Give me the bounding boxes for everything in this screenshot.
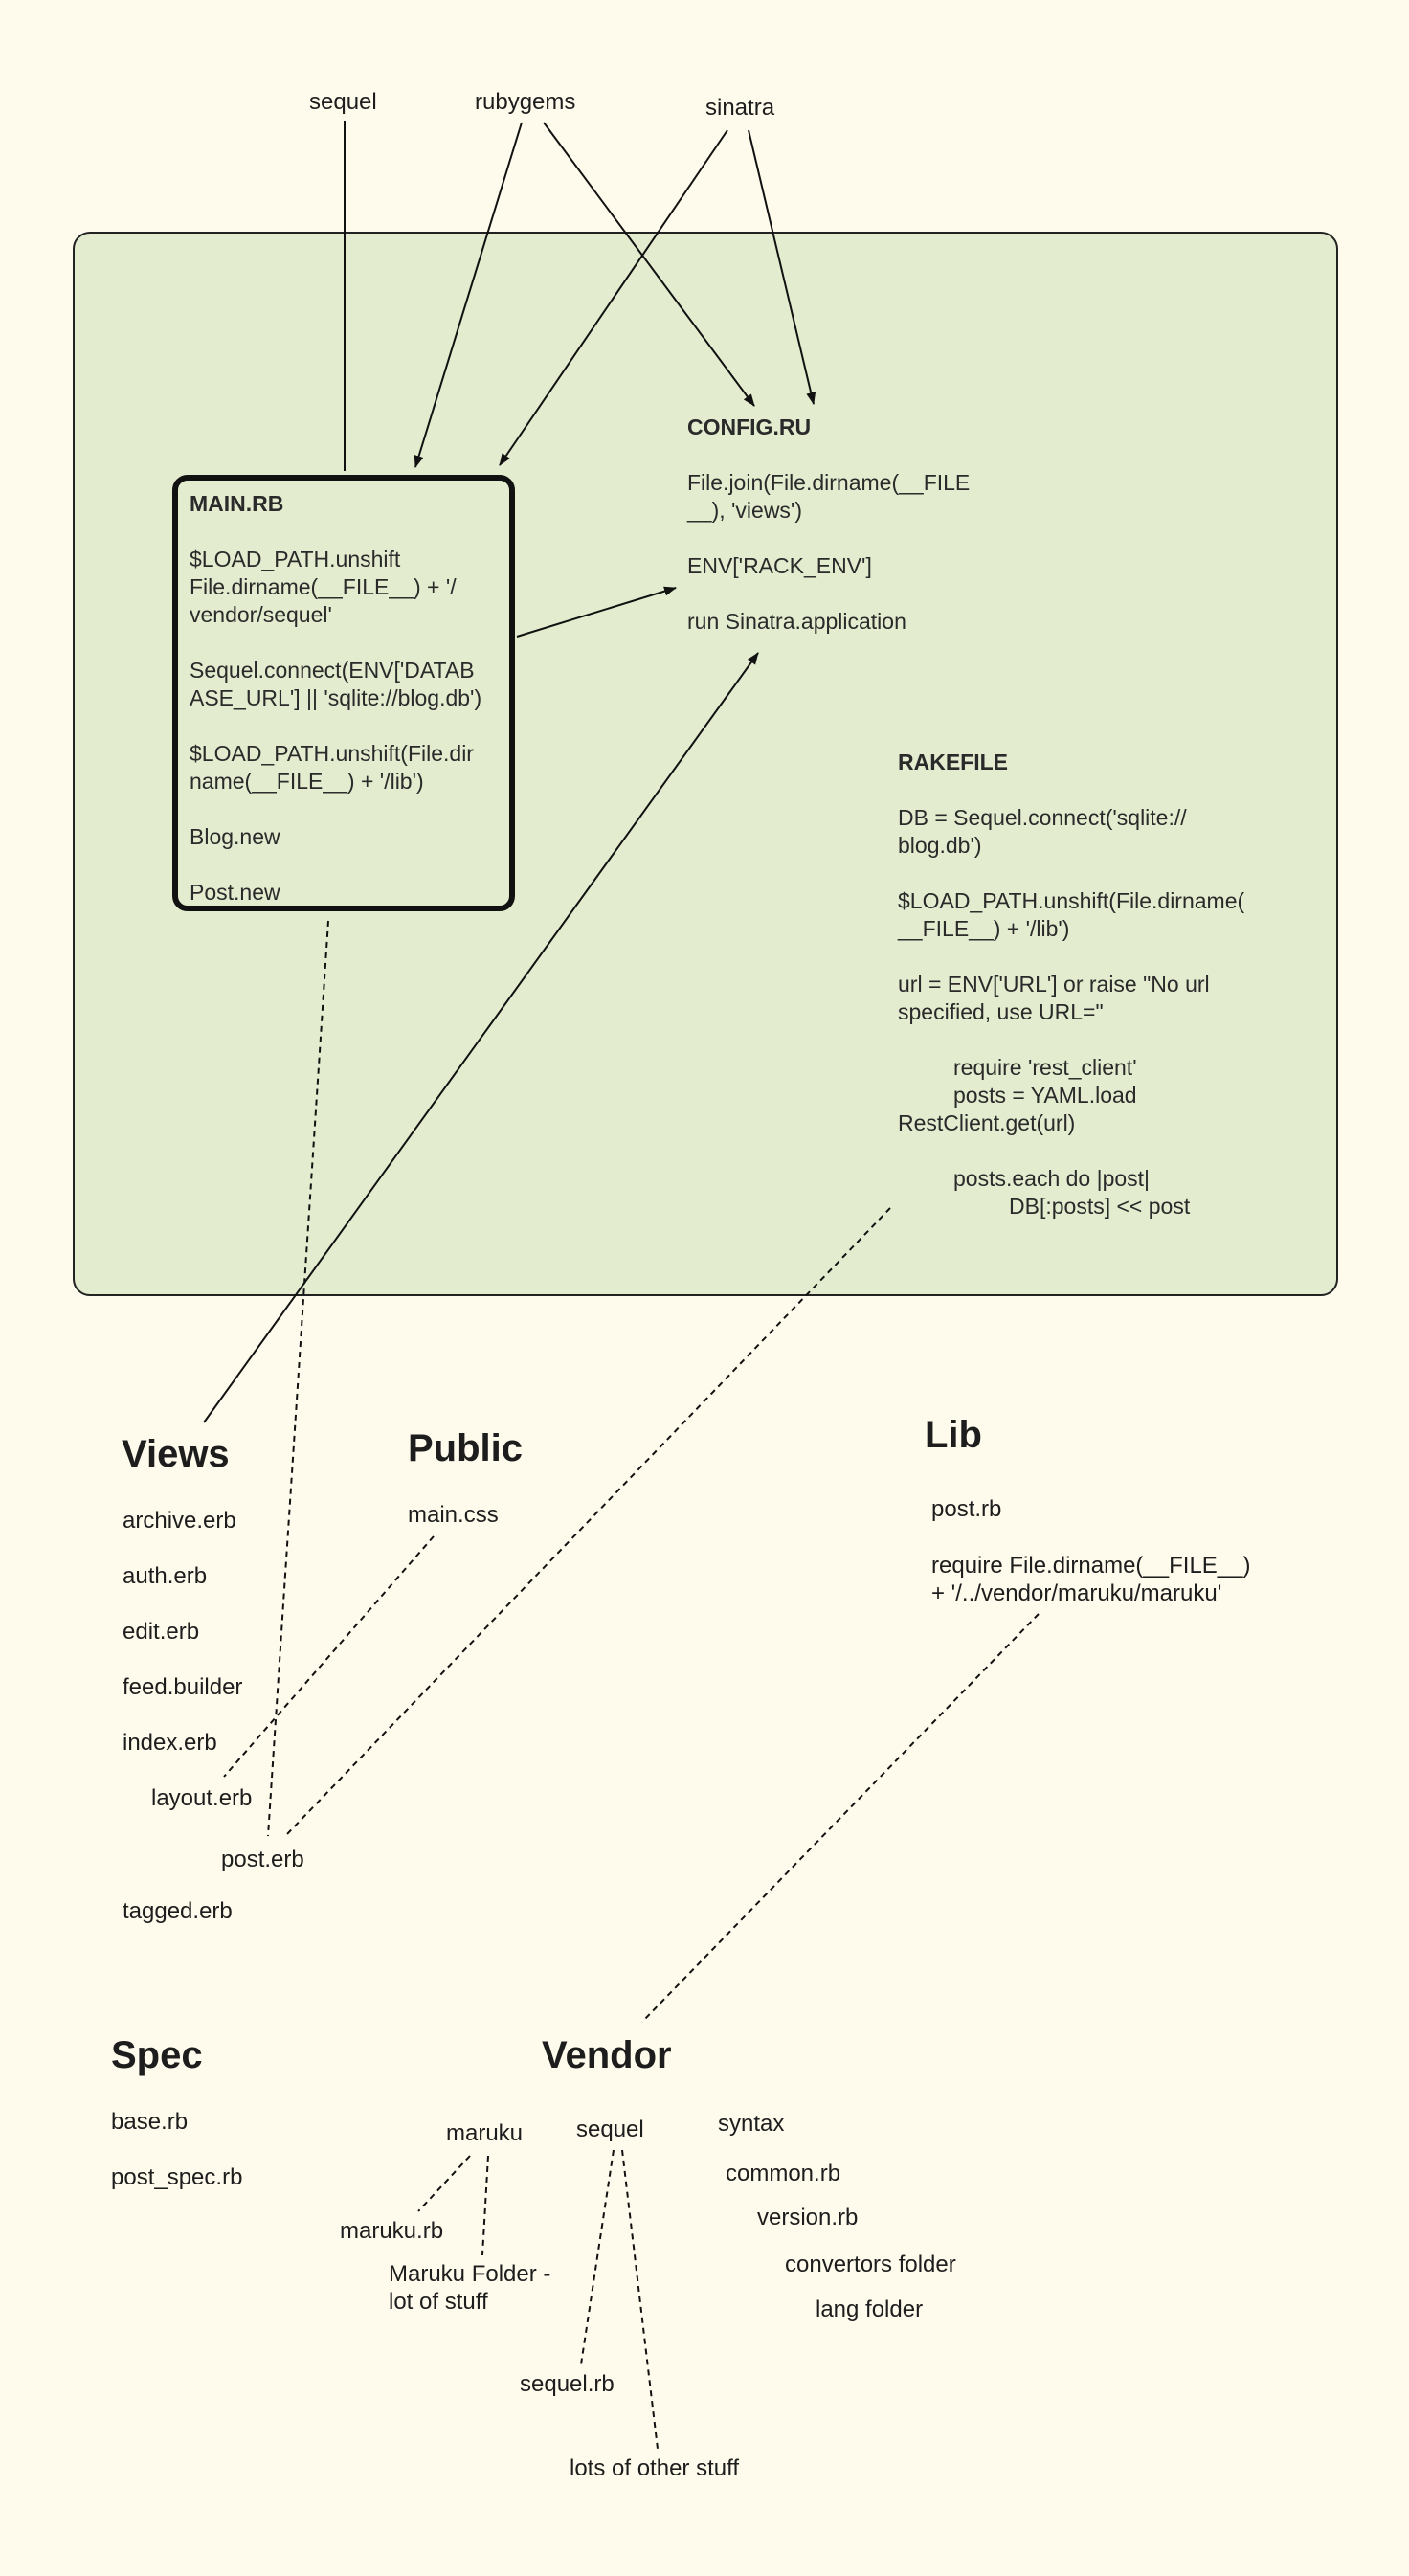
main-rb-lib-path: $LOAD_PATH.unshift(File.dir name(__FILE_… — [190, 741, 474, 794]
config-ru-title: CONFIG.RU — [687, 414, 812, 439]
config-ru-rack-env: ENV['RACK_ENV'] — [687, 553, 872, 578]
main-rb-sequel-connect: Sequel.connect(ENV['DATAB ASE_URL'] || '… — [190, 658, 482, 710]
vendor-heading: Vendor — [542, 2034, 672, 2076]
vendor-maruku-folder: Maruku Folder - lot of stuff — [389, 2261, 551, 2315]
rakefile-title: RAKEFILE — [898, 750, 1008, 774]
edge-lib-to-vendor — [641, 1613, 1040, 2023]
vendor-syntax: syntax — [718, 2111, 785, 2137]
main-rb-title: MAIN.RB — [190, 491, 284, 516]
edge-maruku-to-maruku-rb — [417, 2155, 471, 2212]
edge-sequel-to-sequel-rb — [580, 2149, 615, 2365]
spec-file-post-spec: post_spec.rb — [111, 2164, 243, 2190]
main-rb-post-new: Post.new — [190, 880, 280, 905]
vendor-maruku: maruku — [446, 2120, 524, 2146]
edge-rakefile-to-post-erb — [284, 1207, 891, 1837]
lib-heading: Lib — [925, 1414, 982, 1456]
vendor-version-rb: version.rb — [757, 2205, 859, 2230]
main-rb-box: MAIN.RB $LOAD_PATH.unshift File.dirname(… — [172, 475, 515, 911]
vendor-maruku-rb: maruku.rb — [340, 2218, 444, 2244]
views-file-archive: archive.erb — [123, 1508, 236, 1534]
views-file-feed: feed.builder — [123, 1674, 243, 1700]
public-heading: Public — [408, 1427, 524, 1469]
rakefile-db-connect: DB = Sequel.connect('sqlite:// blog.db') — [898, 805, 1187, 858]
edge-sequel-to-other — [621, 2149, 659, 2450]
main-rb-blog-new: Blog.new — [190, 824, 280, 849]
views-file-edit: edit.erb — [123, 1619, 200, 1645]
edge-maruku-to-folder — [481, 2155, 489, 2256]
config-ru-run: run Sinatra.application — [687, 609, 906, 634]
views-heading: Views — [122, 1433, 230, 1475]
views-file-tagged: tagged.erb — [123, 1898, 233, 1924]
rakefile-require: require 'rest_client' posts = YAML.load … — [898, 1055, 1137, 1135]
gem-label-sinatra: sinatra — [705, 95, 775, 121]
rakefile-lib-path: $LOAD_PATH.unshift(File.dirname( __FILE_… — [898, 888, 1245, 941]
gem-label-sequel: sequel — [309, 89, 377, 115]
vendor-common-rb: common.rb — [726, 2161, 841, 2186]
spec-file-base: base.rb — [111, 2109, 189, 2135]
views-file-index: index.erb — [123, 1730, 217, 1756]
rakefile-posts-each: posts.each do |post| DB[:posts] << post — [953, 1166, 1191, 1219]
vendor-convertors-folder: convertors folder — [785, 2251, 956, 2277]
lib-file-post-rb: post.rb — [931, 1496, 1002, 1522]
lib-require-line: require File.dirname(__FILE__) + '/../ve… — [931, 1553, 1251, 1606]
vendor-sequel: sequel — [576, 2117, 644, 2142]
views-file-layout: layout.erb — [151, 1785, 253, 1811]
views-file-auth: auth.erb — [123, 1563, 208, 1589]
spec-heading: Spec — [111, 2034, 203, 2076]
rakefile-url: url = ENV['URL'] or raise "No url specif… — [898, 972, 1210, 1024]
vendor-lang-folder: lang folder — [816, 2296, 924, 2322]
config-ru-block: CONFIG.RU File.join(File.dirname(__FILE … — [687, 414, 1013, 663]
main-rb-load-path: $LOAD_PATH.unshift File.dirname(__FILE__… — [190, 547, 457, 627]
views-file-post: post.erb — [221, 1847, 304, 1872]
config-ru-views-path: File.join(File.dirname(__FILE __), 'view… — [687, 470, 971, 523]
public-file-main-css: main.css — [408, 1502, 499, 1528]
rakefile-block: RAKEFILE DB = Sequel.connect('sqlite:// … — [898, 749, 1300, 1248]
vendor-sequel-other: lots of other stuff — [570, 2455, 739, 2481]
gem-label-rubygems: rubygems — [475, 89, 576, 115]
edge-main-css-to-layout — [223, 1535, 435, 1778]
vendor-sequel-rb: sequel.rb — [520, 2371, 615, 2397]
